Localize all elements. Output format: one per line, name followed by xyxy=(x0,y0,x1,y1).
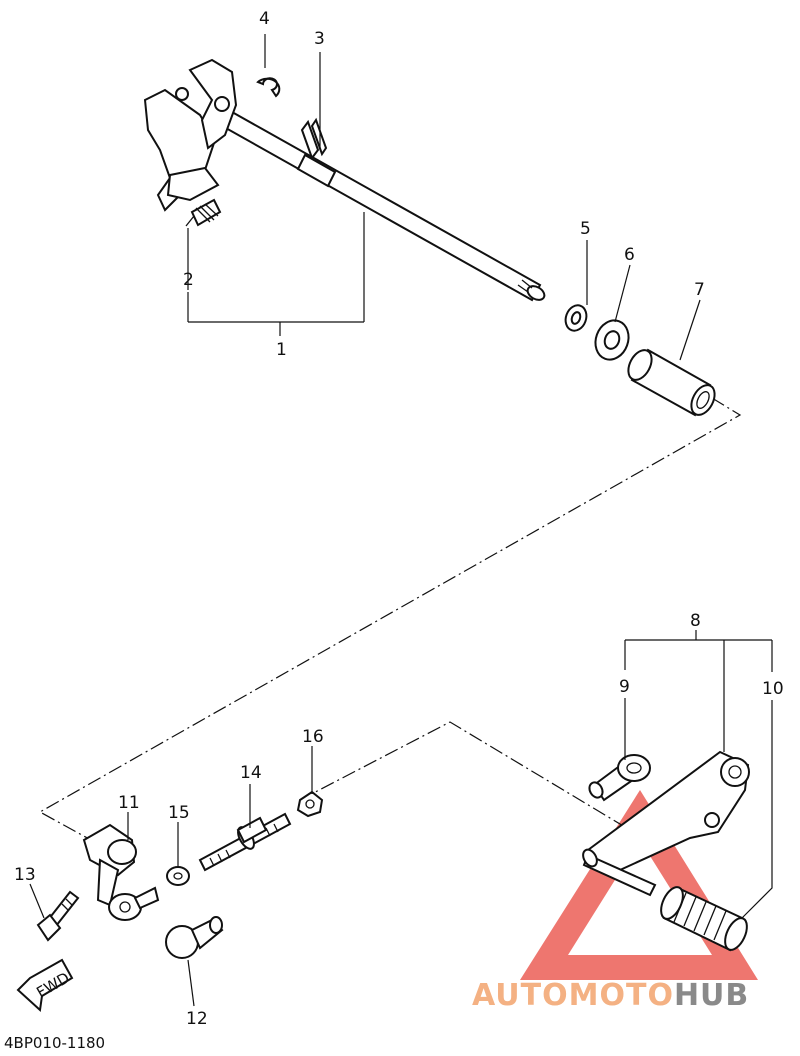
label-part-6: 6 xyxy=(624,245,635,265)
washer xyxy=(564,304,588,332)
shift-arm xyxy=(143,58,238,212)
collar xyxy=(627,348,716,417)
label-part-15: 15 xyxy=(168,803,190,823)
watermark-text: AUTOMOTOHUB xyxy=(472,978,749,1013)
shift-lever xyxy=(82,823,160,921)
label-part-7: 7 xyxy=(694,280,705,300)
label-part-14: 14 xyxy=(240,763,262,783)
label-part-9: 9 xyxy=(619,677,630,697)
pedal-rubber xyxy=(660,886,748,952)
shift-pedal xyxy=(582,750,750,897)
torsion-spring xyxy=(185,198,222,227)
circlip xyxy=(256,77,281,98)
leader-lines xyxy=(29,34,773,1007)
assembly-centerline xyxy=(38,397,742,846)
forward-arrow: FWD xyxy=(16,958,74,1013)
label-part-8: 8 xyxy=(690,611,701,631)
watermark-part2: HUB xyxy=(674,978,749,1013)
oil-seal xyxy=(594,319,630,361)
label-part-13: 13 xyxy=(14,865,36,885)
ball-joint xyxy=(165,916,224,959)
shift-shaft xyxy=(222,110,546,302)
label-part-2: 2 xyxy=(183,270,194,290)
label-part-5: 5 xyxy=(580,219,591,239)
label-part-16: 16 xyxy=(302,727,324,747)
label-part-12: 12 xyxy=(186,1009,208,1029)
label-part-4: 4 xyxy=(259,9,270,29)
lock-nut xyxy=(296,790,324,818)
diagram-code: 4BP010-1180 xyxy=(4,1034,105,1052)
stud-bolt xyxy=(198,812,292,872)
rod-end xyxy=(588,754,651,802)
label-part-11: 11 xyxy=(118,793,140,813)
label-part-10: 10 xyxy=(762,679,784,699)
watermark-part1: AUTOMOTO xyxy=(472,978,674,1013)
nut xyxy=(166,866,190,886)
bolt xyxy=(36,890,80,942)
label-part-1: 1 xyxy=(276,340,287,360)
label-part-3: 3 xyxy=(314,29,325,49)
